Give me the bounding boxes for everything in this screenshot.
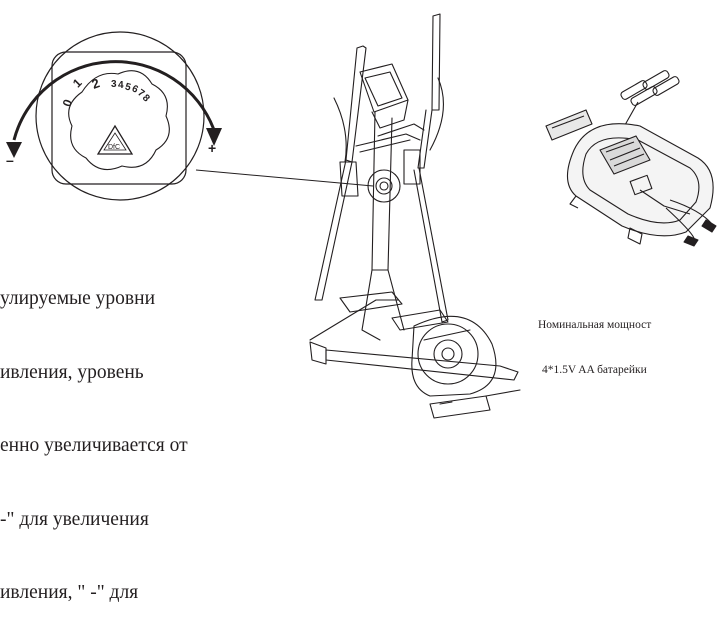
knob-body [51, 51, 187, 185]
battery-icon [620, 70, 680, 106]
minus-arrow-icon [6, 142, 22, 158]
description-line: -" для увеличения [0, 508, 149, 530]
caption-line: Номинальная мощност [538, 319, 652, 331]
knob-detail: DfC [6, 31, 374, 201]
minus-label: – [6, 152, 14, 168]
plus-arrow-icon [206, 128, 222, 146]
plus-label: + [208, 140, 217, 156]
callout-line [195, 169, 374, 187]
elliptical-trainer-icon [309, 13, 521, 419]
description-line: ивления, " -" для [0, 582, 139, 603]
scale-label-3: 3 [111, 79, 117, 90]
knob-rim [68, 70, 170, 171]
scale-label-4: 4 [118, 80, 124, 91]
svg-text:DfC: DfC [108, 144, 120, 151]
rotation-arc [12, 60, 216, 141]
description-line: улируемые уровни [0, 288, 156, 309]
magnifier-circle [35, 31, 205, 201]
battery-caption: Номинальная мощност 4*1.5V AA батарейки [538, 288, 719, 393]
caption-line: 4*1.5V AA батарейки [542, 364, 647, 376]
dfc-triangle-logo-icon: DfC [96, 124, 134, 155]
console-back-icon [545, 70, 717, 247]
description-line: ивления, уровень [0, 361, 144, 383]
description-line: енно увеличивается от [0, 435, 188, 456]
resistance-description: улируемые уровни ивления, уровень енно у… [0, 238, 300, 630]
